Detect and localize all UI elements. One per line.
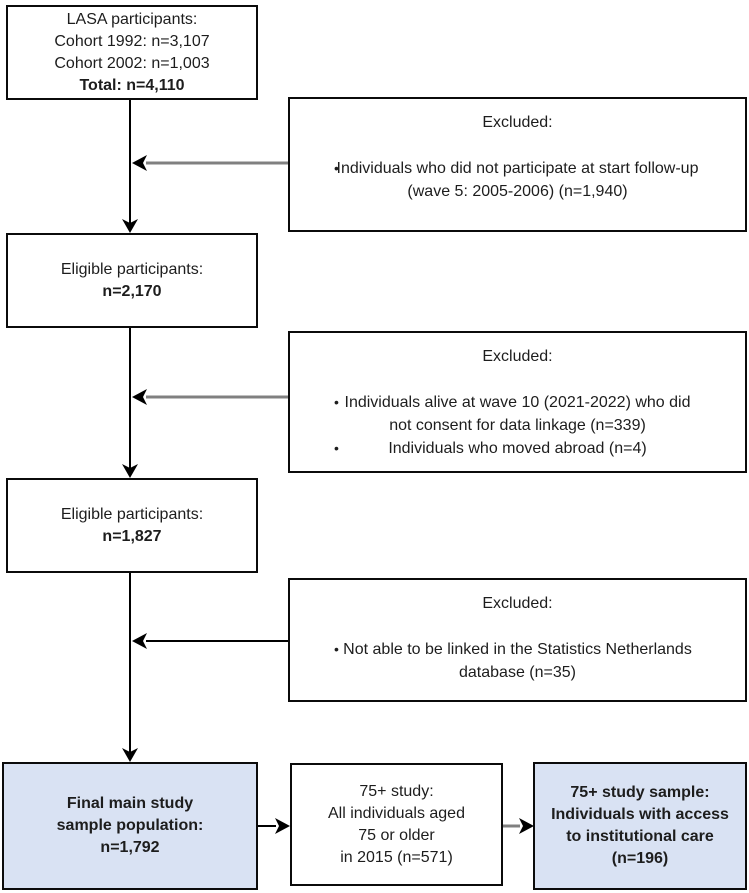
lasa-total: Total: n=4,110: [79, 76, 185, 94]
arrowhead-down-3: [122, 748, 138, 762]
eligible-1-count: n=2,170: [102, 282, 162, 300]
excluded-1-bullet-1-text: Individuals who did not participate at s…: [336, 160, 699, 200]
arrowhead-left-1: [132, 155, 147, 171]
study75-line-1: 75+ study:: [359, 782, 434, 800]
sample75-line-2: Individuals with access: [551, 806, 729, 823]
excluded-3-bullet-1-text: Not able to be linked in the Statistics …: [343, 641, 692, 681]
final-sample-count: n=1,792: [100, 839, 160, 856]
bullet-icon: •: [334, 160, 339, 176]
box-excluded-2: Excluded: • Individuals alive at wave 10…: [288, 331, 747, 473]
box-lasa-participants: LASA participants: Cohort 1992: n=3,107 …: [6, 5, 258, 100]
excluded-3-title: Excluded:: [482, 595, 553, 612]
arrowhead-left-2: [132, 389, 147, 405]
box-75plus-sample: 75+ study sample: Individuals with acces…: [533, 762, 747, 890]
box-excluded-3: Excluded: • Not able to be linked in the…: [288, 578, 747, 702]
box-eligible-1: Eligible participants: n=2,170: [6, 233, 258, 328]
box-excluded-1: Excluded: • Individuals who did not part…: [288, 97, 747, 232]
arrowhead-right-1: [275, 818, 290, 834]
bullet-icon: •: [334, 394, 339, 410]
sample75-line-1: 75+ study sample:: [570, 784, 710, 801]
lasa-line-1: LASA participants:: [66, 10, 198, 28]
final-sample-line-1: Final main study: [66, 795, 194, 812]
eligible-1-label: Eligible participants:: [60, 260, 204, 278]
sample75-count: (n=196): [611, 850, 669, 867]
bullet-icon: •: [334, 440, 339, 456]
study75-line-4: in 2015 (n=571): [340, 848, 453, 866]
lasa-line-3: Cohort 2002: n=1,003: [54, 54, 210, 72]
excluded-2-bullet-1-text: Individuals alive at wave 10 (2021-2022)…: [344, 394, 691, 434]
excluded-2-title: Excluded:: [482, 348, 553, 365]
excluded-1-title: Excluded:: [482, 114, 553, 131]
arrowhead-left-3: [132, 633, 147, 649]
arrowhead-down-2: [122, 464, 138, 478]
eligible-2-count: n=1,827: [102, 527, 162, 545]
excluded-1-bullet-1: • Individuals who did not participate at…: [290, 157, 745, 203]
box-75plus-study: 75+ study: All individuals aged 75 or ol…: [290, 763, 503, 886]
box-eligible-2: Eligible participants: n=1,827: [6, 478, 258, 573]
excluded-2-bullet-2: • Individuals who moved abroad (n=4): [290, 437, 745, 460]
sample75-line-3: to institutional care: [566, 828, 714, 845]
bullet-icon: •: [334, 641, 339, 657]
final-sample-line-2: sample population:: [56, 817, 204, 834]
study75-line-2: All individuals aged: [328, 804, 465, 822]
excluded-2-bullet-2-text: Individuals who moved abroad (n=4): [388, 440, 647, 457]
arrowhead-down-1: [122, 219, 138, 233]
arrowhead-right-2: [519, 818, 534, 834]
excluded-3-bullet-1: • Not able to be linked in the Statistic…: [290, 638, 745, 684]
eligible-2-label: Eligible participants:: [60, 505, 204, 523]
study75-line-3: 75 or older: [358, 826, 435, 844]
box-final-main-sample: Final main study sample population: n=1,…: [2, 762, 258, 890]
lasa-line-2: Cohort 1992: n=3,107: [54, 32, 210, 50]
excluded-2-bullet-1: • Individuals alive at wave 10 (2021-202…: [290, 391, 745, 437]
